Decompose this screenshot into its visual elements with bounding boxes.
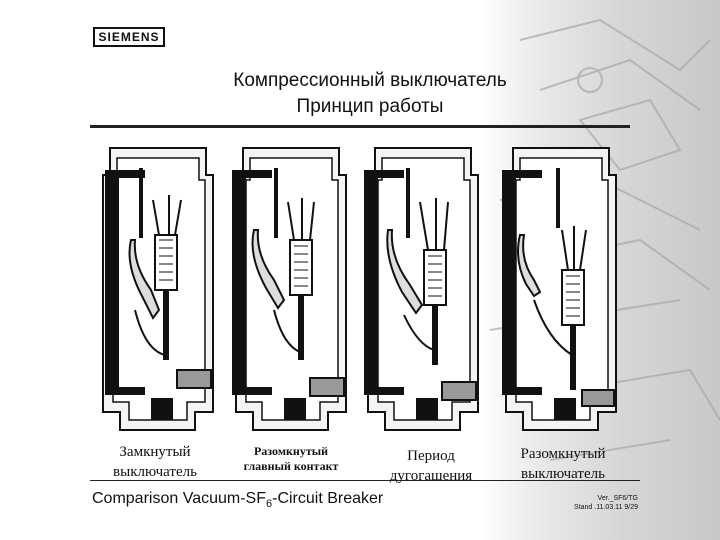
caption-main-contact-open: Разомкнутый главный контакт: [228, 444, 354, 474]
caption-line-2: выключатель: [521, 466, 605, 482]
page-title: Компрессионный выключатель Принцип работ…: [90, 68, 650, 120]
caption-line-2: главный контакт: [243, 459, 339, 473]
diagram-arcing-period: [364, 147, 479, 431]
diagram-main-contact-open: [232, 147, 347, 431]
title-divider: [90, 125, 630, 128]
caption-line-1: Разомкнутый: [520, 446, 606, 462]
diagram-open-breaker: [502, 147, 617, 431]
caption-line-1: Разомкнутый: [253, 444, 329, 458]
diagram-closed-breaker: [102, 147, 214, 431]
caption-open-breaker: Разомкнутый выключатель: [500, 444, 626, 484]
caption-line-2: дугогашения: [389, 468, 473, 484]
siemens-logo: SIEMENS: [93, 27, 165, 47]
caption-line-2: выключатель: [113, 464, 197, 480]
footer-text-after: -Circuit Breaker: [272, 490, 384, 507]
version-line-1: Ver._SF6/TG: [597, 495, 638, 502]
caption-line-1: Замкнутый: [119, 444, 191, 460]
caption-closed-breaker: Замкнутый выключатель: [100, 442, 210, 482]
footer-subscript: 6: [265, 498, 273, 511]
version-line-2: Stand .11.03.11 9/29: [574, 504, 638, 511]
footer-divider: [90, 480, 640, 481]
caption-line-1: Период: [407, 448, 455, 464]
footer-text-before: Comparison Vacuum-SF: [92, 490, 266, 507]
title-line-2: Принцип работы: [296, 96, 444, 117]
version-stamp: Ver._SF6/TG Stand .11.03.11 9/29: [548, 494, 638, 512]
logo-text: SIEMENS: [98, 30, 160, 44]
title-line-1: Компрессионный выключатель: [233, 70, 507, 91]
footer-title: Comparison Vacuum-SF6-Circuit Breaker: [92, 490, 383, 510]
